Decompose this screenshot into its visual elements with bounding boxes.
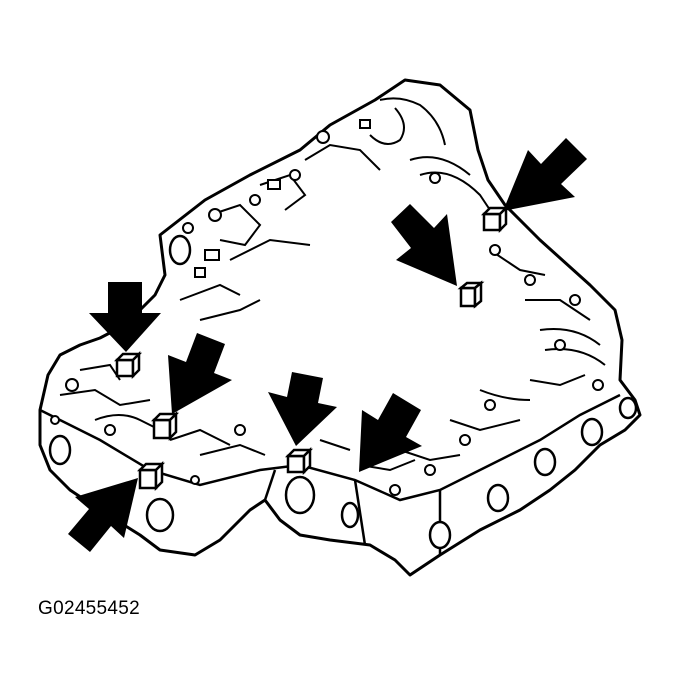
check-ball-6 (136, 460, 166, 492)
side-bores (48, 234, 638, 550)
plate-ports (50, 119, 604, 496)
arrow-2 (391, 204, 457, 286)
arrow-7 (68, 478, 138, 552)
arrow-5 (268, 372, 337, 446)
check-balls (113, 204, 510, 492)
arrow-3 (89, 282, 161, 352)
check-ball-1 (480, 204, 510, 234)
check-ball-5 (284, 446, 314, 476)
check-ball-3 (113, 350, 143, 380)
figure-code: G02455452 (38, 598, 141, 619)
arrow-6 (359, 393, 422, 472)
callout-arrows (68, 138, 587, 552)
arrow-1 (503, 138, 587, 211)
arrow-4 (168, 333, 232, 414)
fluid-passages (59, 97, 606, 472)
check-ball-2 (457, 280, 485, 309)
check-ball-4 (150, 410, 180, 442)
